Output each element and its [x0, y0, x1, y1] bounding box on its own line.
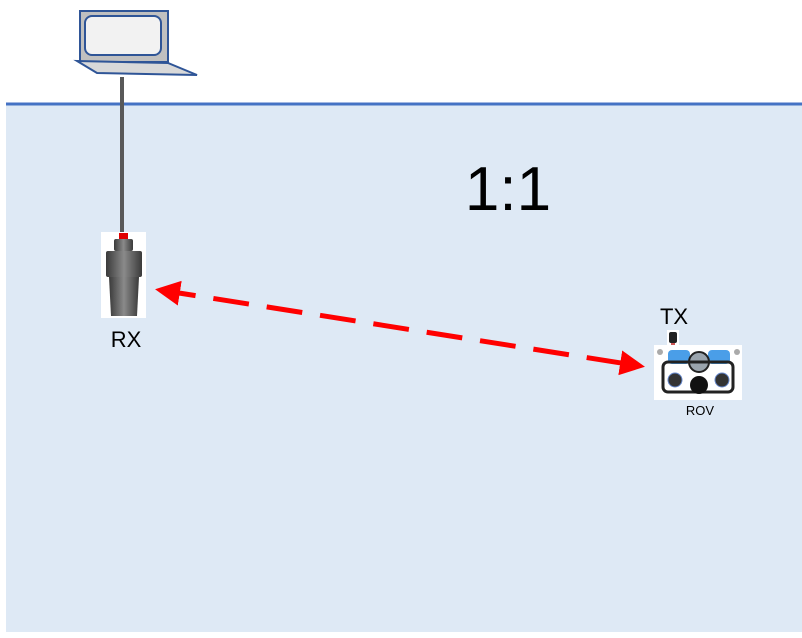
- tx-label: TX: [660, 304, 688, 329]
- acoustic-link-arrow: [155, 280, 645, 376]
- transmitter-tx-icon: [667, 330, 679, 345]
- ratio-label: 1:1: [465, 155, 551, 224]
- rov-icon: [654, 345, 742, 400]
- laptop-icon: [73, 10, 198, 76]
- rov-label: ROV: [686, 403, 715, 418]
- hydrophone-rx-icon: [101, 232, 146, 318]
- rx-label: RX: [111, 327, 142, 352]
